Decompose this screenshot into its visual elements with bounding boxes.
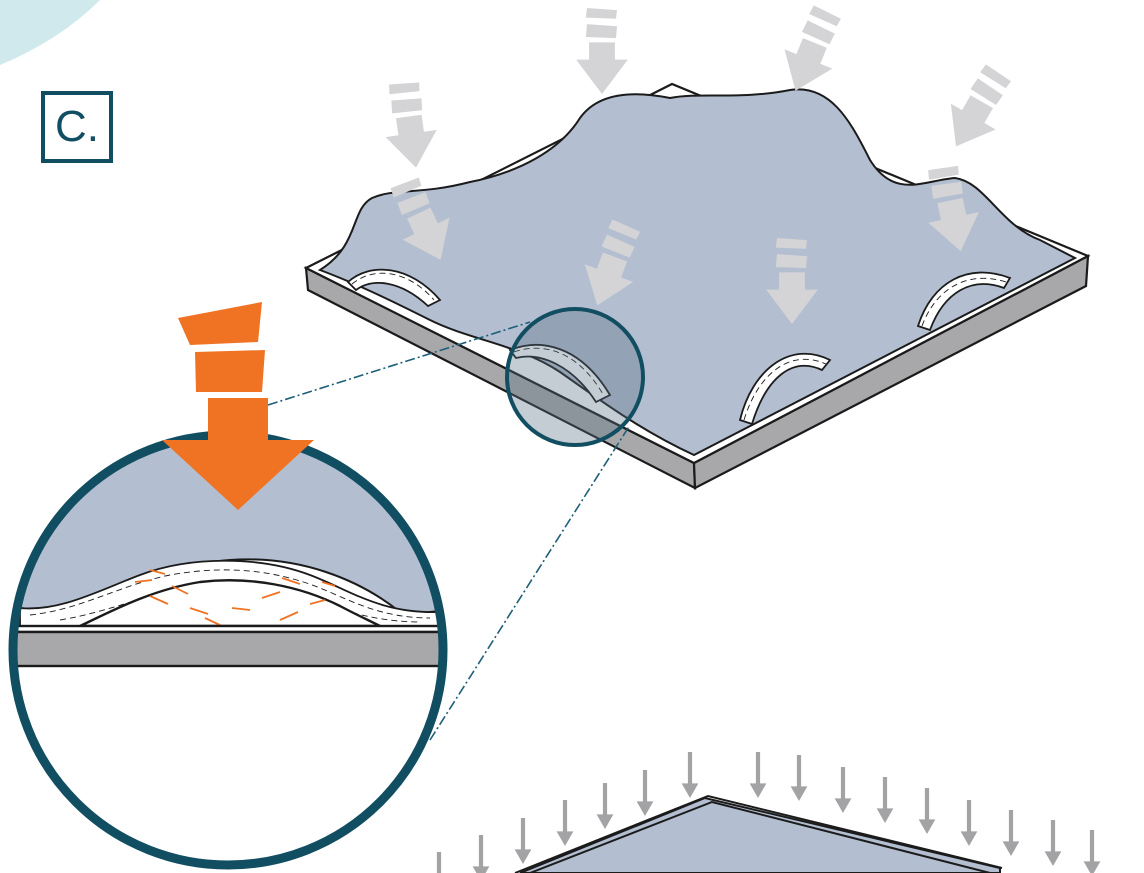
small-down-arrow-icon — [556, 800, 574, 846]
bulge-center — [508, 344, 612, 404]
small-down-arrow-icon — [918, 788, 936, 834]
magnifier-focus — [505, 307, 645, 447]
zoom-line-bottom — [429, 424, 631, 741]
small-down-arrow-icon — [681, 752, 699, 798]
small-down-arrow-icon — [834, 767, 852, 813]
small-down-arrow-icon — [596, 783, 614, 829]
zoom-tray-side — [13, 630, 443, 668]
membrane-cover — [317, 88, 1078, 457]
small-down-arrow-icon — [790, 755, 808, 801]
zoom-line-top — [267, 321, 531, 406]
fiber-marks — [134, 569, 336, 627]
small-down-arrow-icon — [1083, 830, 1101, 873]
small-down-arrow-icon — [749, 752, 767, 798]
small-down-arrow-icon — [960, 800, 978, 846]
panel-label: C. — [41, 91, 113, 163]
corner-accent — [0, 0, 100, 65]
down-arrow-icon — [933, 58, 1022, 160]
bulge-left — [346, 268, 442, 308]
small-down-arrow-icon — [472, 835, 490, 873]
zoom-detail — [8, 430, 448, 870]
bulge-right — [916, 271, 1012, 332]
tray-assembly — [303, 82, 1091, 490]
small-down-arrow-icon — [514, 818, 532, 864]
orange-pressure-arrow — [162, 302, 314, 510]
small-down-arrow-icon — [876, 777, 894, 823]
small-down-arrow-icon — [1002, 810, 1020, 856]
small-down-arrow-icon — [636, 770, 654, 816]
small-down-arrow-icon — [430, 852, 448, 873]
bottom-membrane — [514, 794, 1003, 873]
down-arrow-icon — [378, 78, 442, 172]
down-arrow-icon — [771, 1, 852, 101]
small-down-arrow-icon — [1044, 820, 1062, 866]
down-arrow-icon — [576, 8, 628, 94]
bulge-right-front — [738, 352, 832, 426]
